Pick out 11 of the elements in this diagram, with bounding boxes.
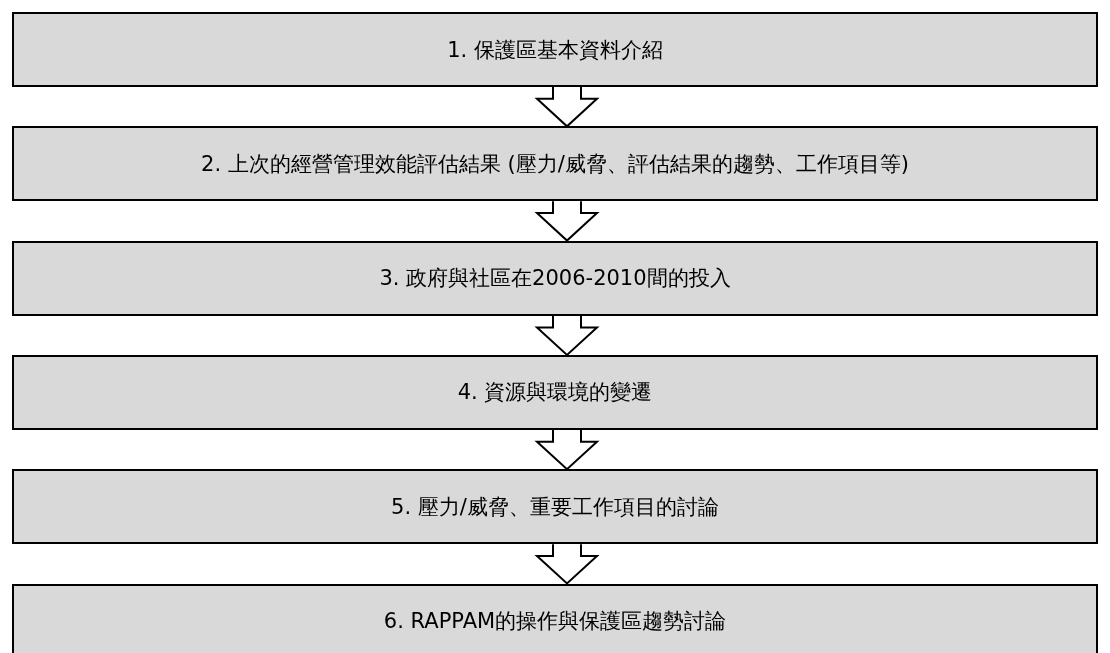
block-arrow: [534, 314, 600, 357]
block-arrow: [534, 86, 600, 128]
block-arrow: [534, 200, 600, 242]
step-box: 3. 政府與社區在2006-2010間的投入: [12, 240, 1098, 316]
step-box: 2. 上次的經營管理效能評估結果 (壓力/威脅、評估結果的趨勢、工作項目等): [12, 126, 1098, 202]
block-arrow: [534, 543, 600, 585]
step-box: 6. RAPPAM的操作與保護區趨勢討論: [12, 583, 1098, 653]
step-box: 1. 保護區基本資料介紹: [12, 12, 1098, 87]
step-box: 4. 資源與環境的變遷: [12, 354, 1098, 430]
block-arrow: [534, 428, 600, 471]
step-box: 5. 壓力/威脅、重要工作項目的討論: [12, 469, 1098, 545]
